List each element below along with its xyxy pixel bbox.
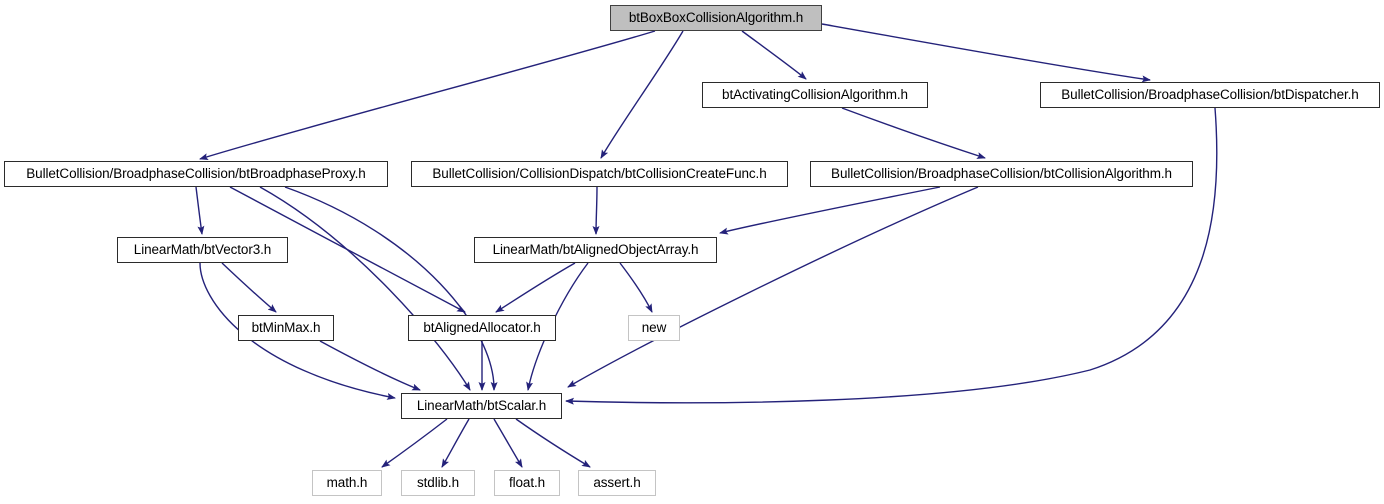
node-floath[interactable]: float.h — [494, 470, 560, 496]
edge-scalar-to-floath — [493, 418, 523, 468]
edge-root-to-broadproxy — [199, 30, 656, 160]
edge-alignedarray-to-new — [619, 262, 653, 313]
node-label-minmax: btMinMax.h — [251, 320, 321, 336]
node-label-new: new — [641, 320, 667, 336]
node-createfunc[interactable]: BulletCollision/CollisionDispatch/btColl… — [411, 161, 788, 187]
edge-scalar-to-stdlibh — [441, 418, 470, 468]
node-dispatcher[interactable]: BulletCollision/BroadphaseCollision/btDi… — [1040, 82, 1380, 108]
node-broadproxy[interactable]: BulletCollision/BroadphaseCollision/btBr… — [4, 161, 388, 187]
node-label-mathh: math.h — [326, 475, 368, 491]
node-label-floath: float.h — [508, 475, 546, 491]
node-minmax[interactable]: btMinMax.h — [238, 315, 334, 341]
node-label-asserth: assert.h — [593, 475, 641, 491]
edge-root-to-createfunc — [600, 30, 684, 159]
edge-alignedarray-to-alignedalloc — [495, 262, 576, 313]
edge-activating-to-collisionalgo — [841, 107, 986, 159]
edge-scalar-to-asserth — [515, 418, 591, 468]
edge-collisionalgo-to-alignedarray — [719, 186, 941, 235]
node-vector3[interactable]: LinearMath/btVector3.h — [117, 237, 288, 263]
node-alignedalloc[interactable]: btAlignedAllocator.h — [408, 315, 556, 341]
edge-broadproxy-to-scalar — [259, 186, 471, 391]
node-label-collisionalgo: BulletCollision/BroadphaseCollision/btCo… — [831, 166, 1172, 182]
node-mathh[interactable]: math.h — [312, 470, 382, 496]
node-alignedarray[interactable]: LinearMath/btAlignedObjectArray.h — [474, 237, 717, 263]
edge-collisionalgo-to-scalar — [567, 186, 979, 388]
edge-createfunc-to-alignedarray — [592, 186, 600, 235]
edge-dispatcher-to-scalar — [565, 107, 1218, 405]
node-label-activating: btActivatingCollisionAlgorithm.h — [722, 87, 908, 103]
node-label-broadproxy: BulletCollision/BroadphaseCollision/btBr… — [26, 166, 366, 182]
edge-broadproxy-to-scalar — [284, 186, 498, 391]
edge-root-to-activating — [741, 30, 807, 80]
node-new[interactable]: new — [628, 315, 680, 341]
node-label-createfunc: BulletCollision/CollisionDispatch/btColl… — [432, 166, 767, 182]
edge-scalar-to-mathh — [381, 418, 448, 468]
node-label-vector3: LinearMath/btVector3.h — [133, 242, 272, 258]
node-label-alignedalloc: btAlignedAllocator.h — [423, 320, 541, 336]
edge-minmax-to-scalar — [319, 340, 421, 391]
edge-root-to-dispatcher — [821, 23, 1151, 83]
node-root: btBoxBoxCollisionAlgorithm.h — [610, 5, 822, 31]
node-asserth[interactable]: assert.h — [578, 470, 656, 496]
edge-broadproxy-to-alignedalloc — [229, 186, 466, 313]
edge-vector3-to-minmax — [221, 262, 277, 313]
node-collisionalgo[interactable]: BulletCollision/BroadphaseCollision/btCo… — [810, 161, 1193, 187]
node-scalar[interactable]: LinearMath/btScalar.h — [401, 393, 562, 419]
node-label-dispatcher: BulletCollision/BroadphaseCollision/btDi… — [1061, 87, 1359, 103]
node-label-stdlibh: stdlib.h — [417, 475, 459, 491]
edge-broadproxy-to-vector3 — [195, 186, 205, 235]
node-label-scalar: LinearMath/btScalar.h — [416, 398, 547, 414]
node-activating[interactable]: btActivatingCollisionAlgorithm.h — [702, 82, 928, 108]
node-stdlibh[interactable]: stdlib.h — [401, 470, 475, 496]
node-label-alignedarray: LinearMath/btAlignedObjectArray.h — [492, 242, 699, 258]
node-label-root: btBoxBoxCollisionAlgorithm.h — [628, 10, 804, 26]
